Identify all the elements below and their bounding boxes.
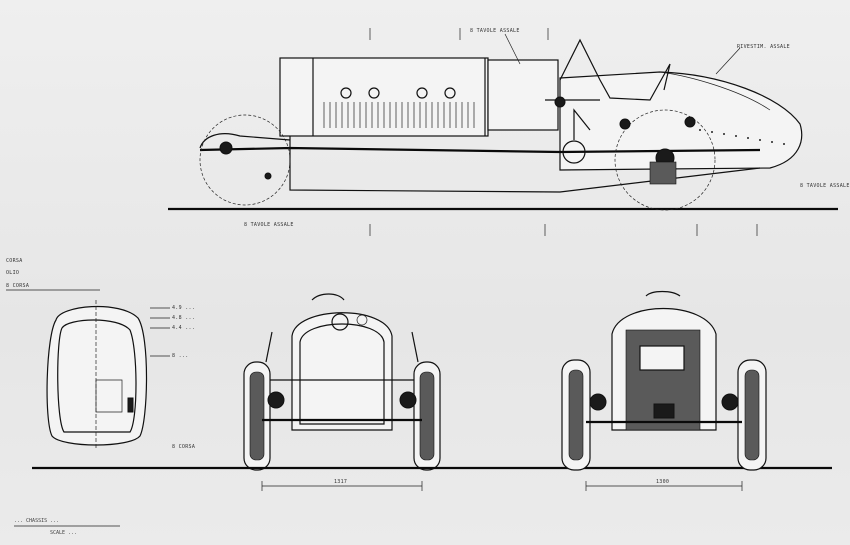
rear-left-hub xyxy=(589,393,607,411)
front-wheel-side xyxy=(199,114,291,206)
label-section-1: 4.9 ... xyxy=(172,305,195,311)
side-view: 8 TAVOLE ASSALE RIVESTIM. ASSALE 8 TAVOL… xyxy=(168,28,850,236)
rear-headrest xyxy=(645,290,681,297)
cockpit-section-seat xyxy=(95,379,123,413)
rear-brake-drum xyxy=(649,161,677,185)
front-left-hub xyxy=(267,391,285,409)
front-left-tread xyxy=(249,371,265,461)
left-legend: CORSA OLIO 8 CORSA xyxy=(6,258,100,291)
tail-body xyxy=(559,71,803,171)
caption-line-2: SCALE ... xyxy=(50,530,77,536)
rear-differential xyxy=(653,403,675,419)
hood-porthole-2 xyxy=(368,87,380,99)
label-top-dim-a: 8 TAVOLE ASSALE xyxy=(470,28,520,34)
steering-box xyxy=(554,96,566,108)
front-right-hub xyxy=(399,391,417,409)
front-radiator-shell xyxy=(299,323,385,425)
label-left-dim-3: 8 CORSA xyxy=(6,283,29,289)
front-gauge xyxy=(331,313,349,331)
label-right-dim: 8 TAVOLE ASSALE xyxy=(800,183,850,189)
label-section-5: 8 CORSA xyxy=(172,444,195,450)
rear-right-hub xyxy=(721,393,739,411)
rear-right-tread xyxy=(744,369,760,461)
front-lamp-post-right xyxy=(411,331,419,363)
label-rear-track: 1300 xyxy=(656,479,669,485)
cockpit-section: 4.9 ... 4.8 ... 4.4 ... 8 ... 8 CORSA xyxy=(46,300,195,450)
hood-rear xyxy=(487,59,559,131)
tail-rivets xyxy=(699,129,785,145)
drawing-caption: ... CHASSIS ... SCALE ... xyxy=(14,518,120,536)
rear-left-tread xyxy=(568,369,584,461)
caption-line-1: ... CHASSIS ... xyxy=(14,518,59,524)
hood-porthole-1 xyxy=(340,87,352,99)
front-dumb-iron xyxy=(199,133,291,149)
front-cowl xyxy=(311,293,345,301)
rear-view: 1300 xyxy=(561,290,767,491)
label-section-3: 4.4 ... xyxy=(172,325,195,331)
front-lamp-post-left xyxy=(265,331,273,363)
label-front-track: 1317 xyxy=(334,479,347,485)
gearbox-housing xyxy=(562,140,586,164)
front-filler-cap xyxy=(356,314,368,326)
rear-wheel-side xyxy=(614,109,716,211)
tail-mount xyxy=(684,116,696,128)
label-section-4: 8 ... xyxy=(172,353,189,359)
cockpit-section-mark xyxy=(127,397,134,413)
label-bottom-dim: 8 TAVOLE ASSALE xyxy=(244,222,294,228)
label-top-dim-b: RIVESTIM. ASSALE xyxy=(737,44,790,50)
cockpit-section-inner xyxy=(57,319,137,433)
hood-louvers xyxy=(323,102,475,128)
front-body-shell xyxy=(291,312,393,431)
cockpit-seat xyxy=(559,38,671,101)
shock-mount xyxy=(619,118,631,130)
label-section-2: 4.8 ... xyxy=(172,315,195,321)
label-left-dim-2: OLIO xyxy=(6,270,19,276)
leader-top-a xyxy=(504,33,521,65)
rear-number-plate xyxy=(639,345,685,371)
leader-top-b xyxy=(715,47,741,75)
hood-porthole-4 xyxy=(444,87,456,99)
front-right-tread xyxy=(419,371,435,461)
front-view: 1317 xyxy=(32,293,832,491)
hood-porthole-3 xyxy=(416,87,428,99)
tail-contour xyxy=(659,71,771,111)
gear-lever xyxy=(573,108,591,140)
front-hub-side xyxy=(219,141,233,155)
front-spring-pin xyxy=(264,172,272,180)
label-left-dim-1: CORSA xyxy=(6,258,23,264)
